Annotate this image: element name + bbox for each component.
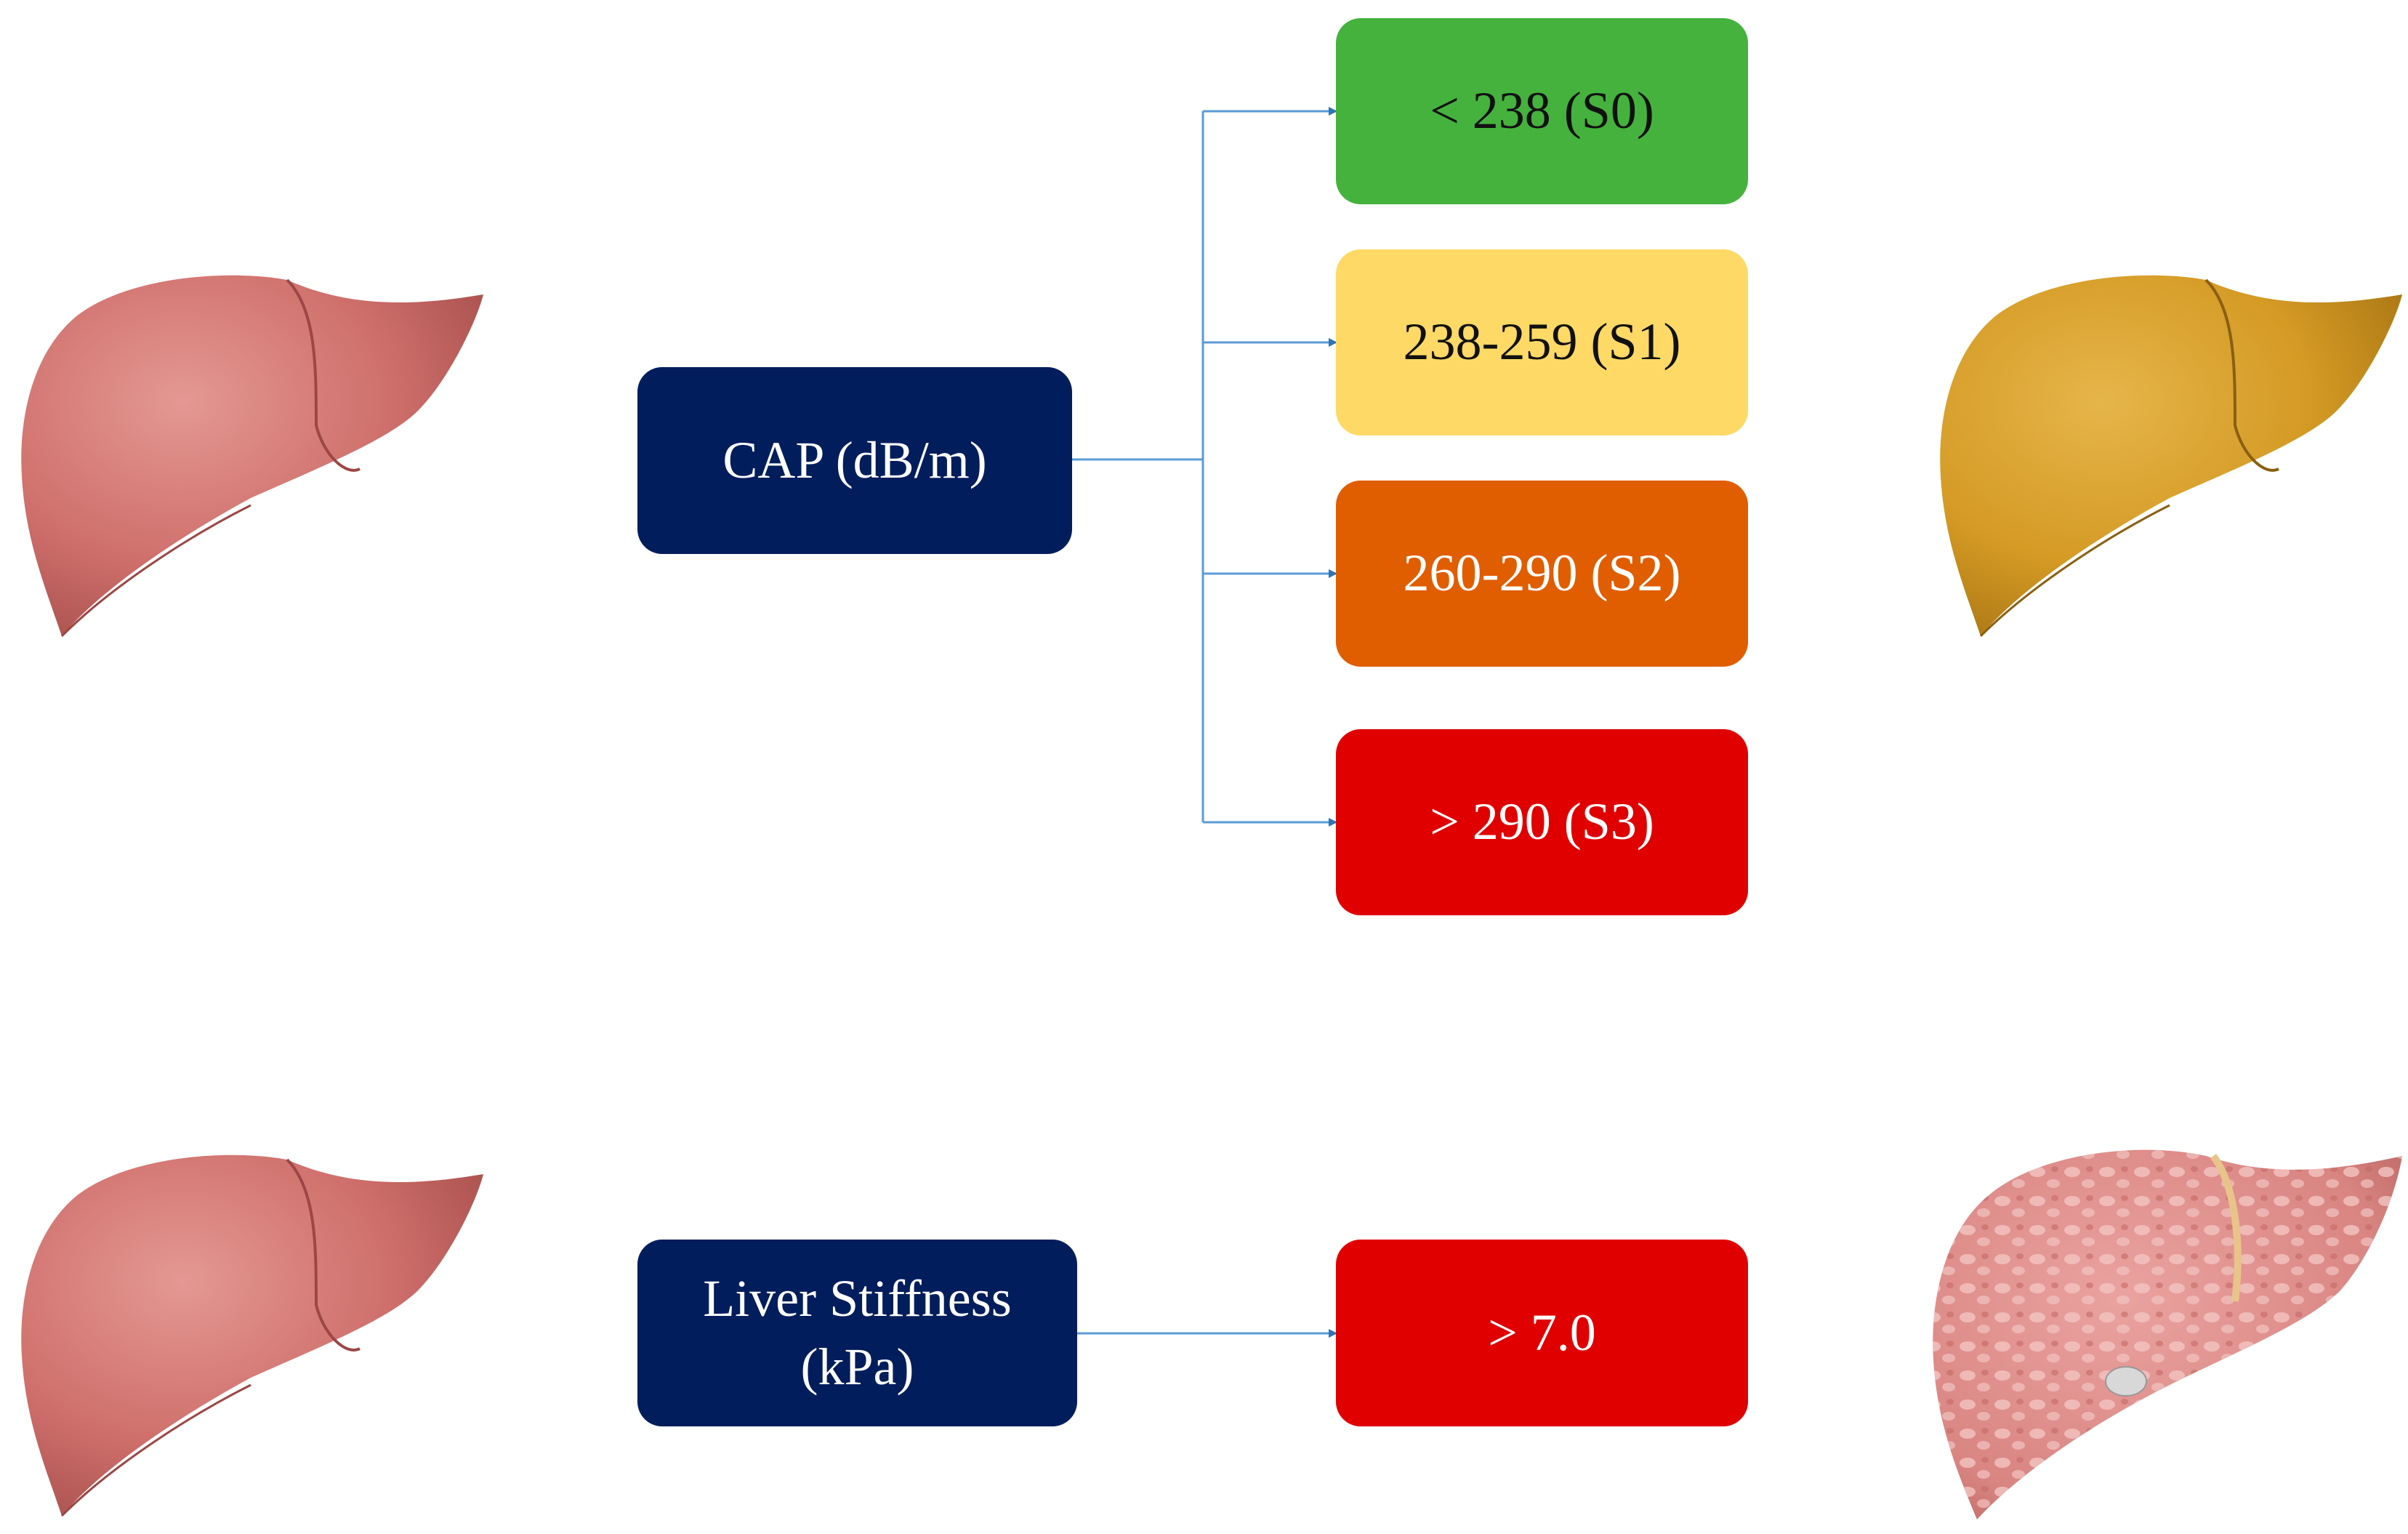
cap-box: CAP (dB/m) xyxy=(637,367,1072,554)
stiffness-threshold-box: > 7.0 xyxy=(1336,1240,1748,1426)
fatty-liver-icon xyxy=(1940,275,2402,638)
stiffness-box: Liver Stiffness (kPa) xyxy=(637,1240,1077,1426)
grade-s0-box: < 238 (S0) xyxy=(1336,18,1748,204)
healthy-liver-icon xyxy=(21,275,484,638)
grade-s1-label: 238-259 (S1) xyxy=(1403,313,1681,372)
stiffness-label-line2: (kPa) xyxy=(800,1337,914,1396)
grade-s1-box: 238-259 (S1) xyxy=(1336,249,1748,435)
fibrotic-liver-icon xyxy=(1933,1149,2402,1519)
grade-s0-label: < 238 (S0) xyxy=(1430,81,1654,140)
grade-s3-box: > 290 (S3) xyxy=(1336,729,1748,915)
grade-s2-label: 260-290 (S2) xyxy=(1403,544,1681,603)
grade-s2-box: 260-290 (S2) xyxy=(1336,481,1748,667)
stiffness-label-line1: Liver Stiffness xyxy=(703,1269,1012,1328)
cap-label: CAP (dB/m) xyxy=(722,430,987,489)
healthy-liver-icon xyxy=(21,1154,484,1517)
grade-s3-label: > 290 (S3) xyxy=(1430,792,1654,851)
stiffness-threshold-label: > 7.0 xyxy=(1488,1303,1596,1362)
